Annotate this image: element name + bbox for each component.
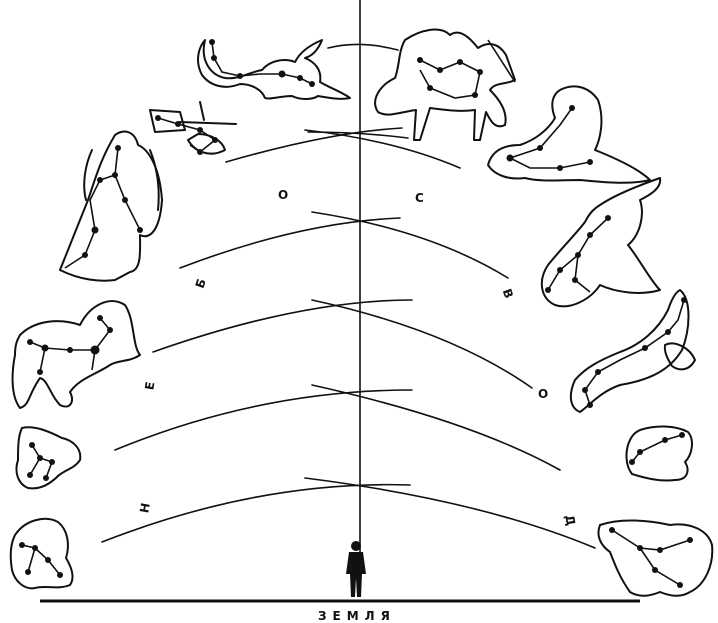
person-silhouette-icon xyxy=(346,541,366,597)
water-bearer-constellation-icon xyxy=(542,178,660,306)
sky-arc xyxy=(226,128,402,162)
letter-d-right: Д xyxy=(562,514,578,527)
crab-constellation-icon xyxy=(16,427,80,488)
scales-constellation-icon xyxy=(150,102,236,155)
letter-n-left: Н xyxy=(137,502,153,514)
bull-constellation-icon xyxy=(598,520,712,595)
letter-o-right: О xyxy=(538,387,548,401)
sky-arc xyxy=(180,218,400,268)
letter-s-right: С xyxy=(415,191,424,205)
ground-label: ЗЕМЛЯ xyxy=(318,609,396,623)
sky-arc xyxy=(305,478,595,548)
letter-b-left: Б xyxy=(193,277,209,290)
twins-constellation-icon xyxy=(11,519,73,588)
sky-arc xyxy=(153,300,412,352)
sea-goat-constellation-icon xyxy=(488,86,650,182)
letter-o-left: О xyxy=(278,188,288,202)
ram-constellation-icon xyxy=(626,426,692,480)
lion-constellation-icon xyxy=(13,301,140,408)
sky-arcs xyxy=(102,44,595,548)
centaur-archer-constellation-icon xyxy=(375,30,515,140)
maiden-constellation-icon xyxy=(60,132,162,281)
sky-arc xyxy=(328,44,398,50)
letter-v-right: В xyxy=(500,287,516,300)
sky-arc xyxy=(312,300,532,388)
sky-arc xyxy=(312,212,508,278)
sky-arc xyxy=(312,385,560,470)
fish-constellation-icon xyxy=(571,290,695,412)
letter-e-left: Е xyxy=(142,381,157,392)
